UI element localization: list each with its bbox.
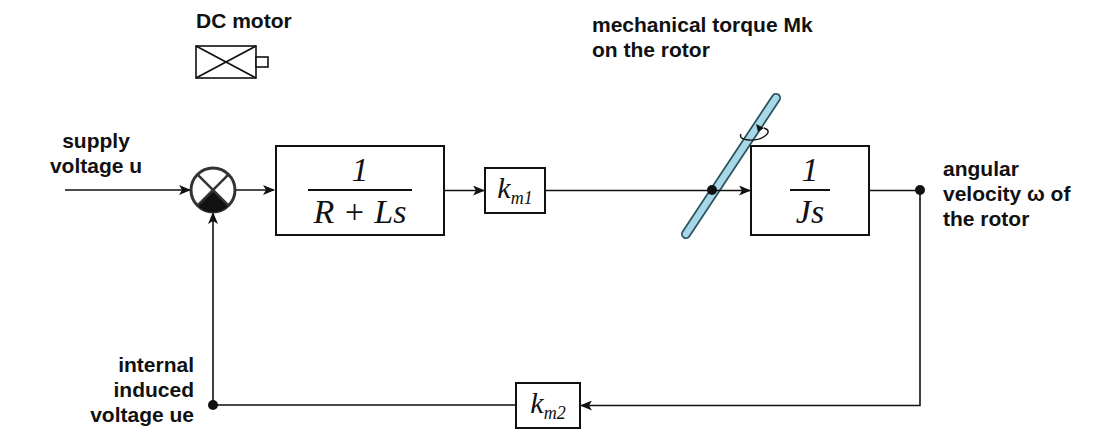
feedback-wire (213, 213, 515, 405)
motor-shaft (256, 57, 268, 67)
motor-symbol (196, 46, 268, 78)
input-wire (65, 189, 190, 191)
gain-box: km2 (515, 382, 581, 429)
signal-name: supply voltage u (40, 128, 152, 178)
signal-name: angular velocity ω of the rotor (943, 156, 1083, 232)
gain-subscript: m2 (544, 404, 566, 424)
transfer-box: 1R + Ls (275, 145, 445, 236)
signal-arrow (546, 190, 750, 192)
motor-cross (196, 46, 256, 78)
junction-circle (191, 168, 235, 212)
motor-body (196, 46, 256, 78)
branch-dot (208, 400, 218, 410)
junction-cross (197, 174, 228, 205)
torque-point (707, 185, 717, 195)
junction-cross (197, 174, 228, 205)
rotation-arrow (740, 128, 768, 140)
gain-symbol: k (530, 386, 543, 419)
denominator: R + Ls (308, 189, 413, 230)
motor-cross (196, 46, 256, 78)
signal-arrow (445, 190, 484, 192)
gain-box: km1 (484, 167, 546, 214)
gain-subscript: m1 (511, 189, 533, 209)
rotation-arrowhead (756, 124, 764, 132)
summing-junction (191, 168, 235, 212)
gain-symbol: k (497, 171, 510, 204)
denominator: Js (790, 189, 830, 230)
numerator: 1 (346, 151, 375, 188)
signal-name: mechanical torque Mk on the rotor (592, 12, 842, 62)
component-name: DC motor (196, 8, 356, 33)
transfer-box: 1Js (750, 145, 870, 236)
signal-name: internal induced voltage ue (62, 352, 194, 428)
junction-wire (235, 189, 274, 191)
numerator: 1 (796, 151, 825, 188)
